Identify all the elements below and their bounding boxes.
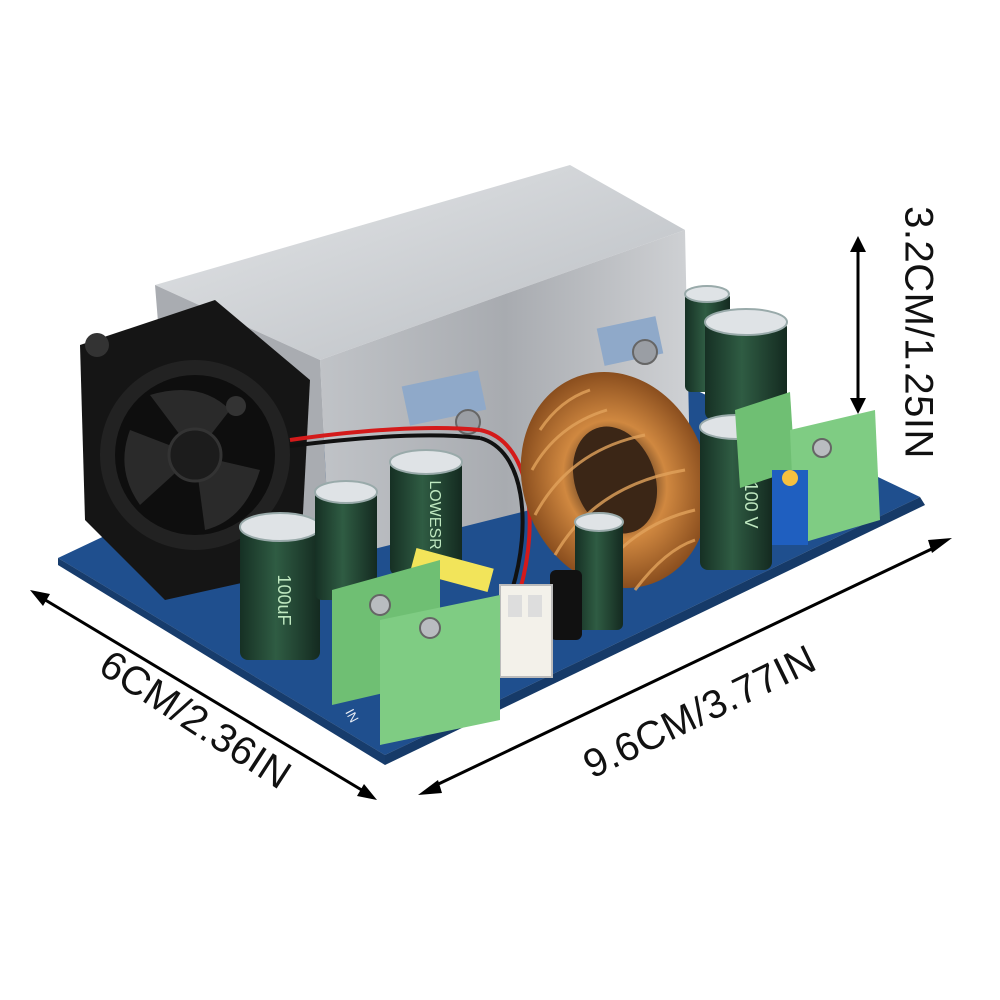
screw-icon bbox=[632, 339, 658, 365]
length-dimension-arrow bbox=[418, 538, 952, 795]
capacitor-label: 100uF bbox=[274, 574, 294, 625]
input-terminal-block: IN bbox=[332, 560, 500, 745]
fuse bbox=[410, 548, 494, 592]
capacitor: 100uF bbox=[239, 512, 321, 660]
capacitor: LOWESR bbox=[389, 449, 463, 575]
capacitor bbox=[314, 480, 378, 600]
trimmer-screw-icon bbox=[782, 470, 798, 486]
screw-icon bbox=[85, 333, 109, 357]
capacitor bbox=[704, 308, 788, 420]
capacitor bbox=[574, 512, 624, 630]
output-terminal-block bbox=[735, 392, 880, 545]
fan-wire-red bbox=[289, 426, 481, 442]
screw-icon bbox=[226, 396, 246, 416]
width-dimension-arrow bbox=[30, 590, 377, 800]
capacitor-label: 100 V bbox=[741, 481, 761, 528]
screw-icon bbox=[812, 438, 832, 458]
input-silkscreen-label: IN bbox=[342, 706, 361, 725]
screw-icon bbox=[369, 594, 391, 616]
fan-connector bbox=[499, 584, 553, 678]
small-inductor bbox=[550, 570, 582, 640]
fan-wire-black bbox=[289, 433, 481, 448]
capacitor-label: LOWESR bbox=[426, 480, 443, 549]
height-dimension-label: 3.2CM/1.25IN bbox=[896, 206, 941, 459]
height-dimension-arrow bbox=[850, 236, 866, 414]
cooling-fan bbox=[80, 300, 532, 600]
screw-icon bbox=[419, 617, 441, 639]
toroid-inductor bbox=[520, 371, 710, 591]
